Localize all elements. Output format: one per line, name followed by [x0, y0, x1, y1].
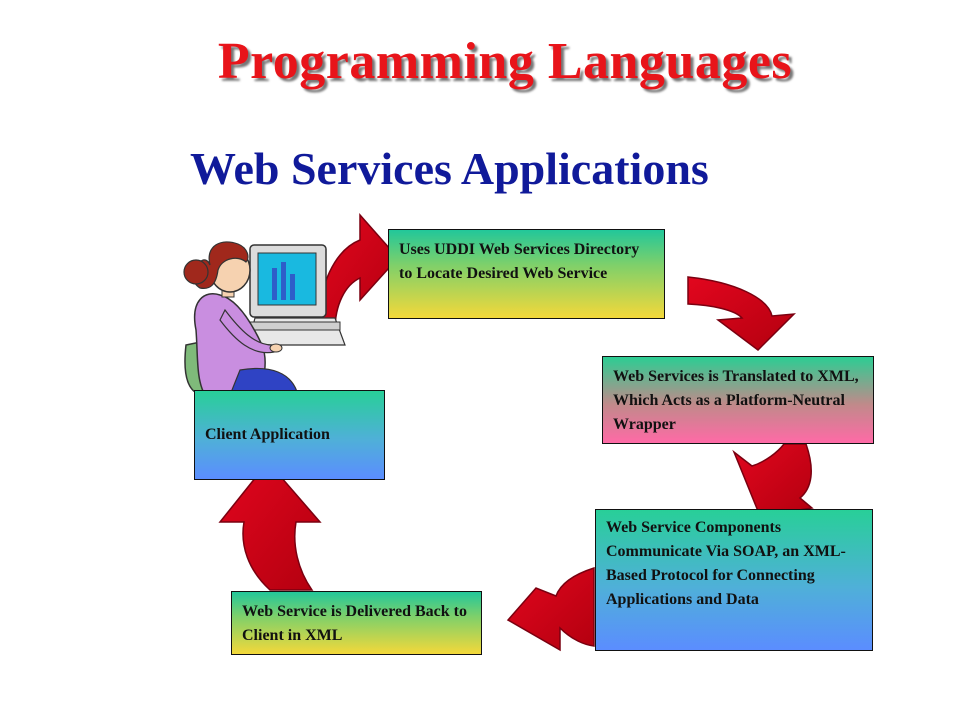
step-deliver-xml: Web Service is Delivered Back to Client …	[231, 591, 482, 655]
curved-arrow-icon	[506, 566, 595, 652]
curved-arrow-icon	[218, 460, 322, 591]
curved-arrow-icon	[732, 443, 814, 517]
page-subtitle: Web Services Applications	[190, 143, 709, 194]
page-title: Programming Languages	[217, 33, 793, 90]
step-translate-xml: Web Services is Translated to XML, Which…	[602, 356, 874, 444]
step-locate-service: Uses UDDI Web Services Directory to Loca…	[388, 229, 665, 319]
step-soap-communicate: Web Service Components Communicate Via S…	[595, 509, 873, 651]
client-application-box: Client Application	[194, 390, 385, 480]
curved-arrow-icon	[687, 276, 796, 351]
